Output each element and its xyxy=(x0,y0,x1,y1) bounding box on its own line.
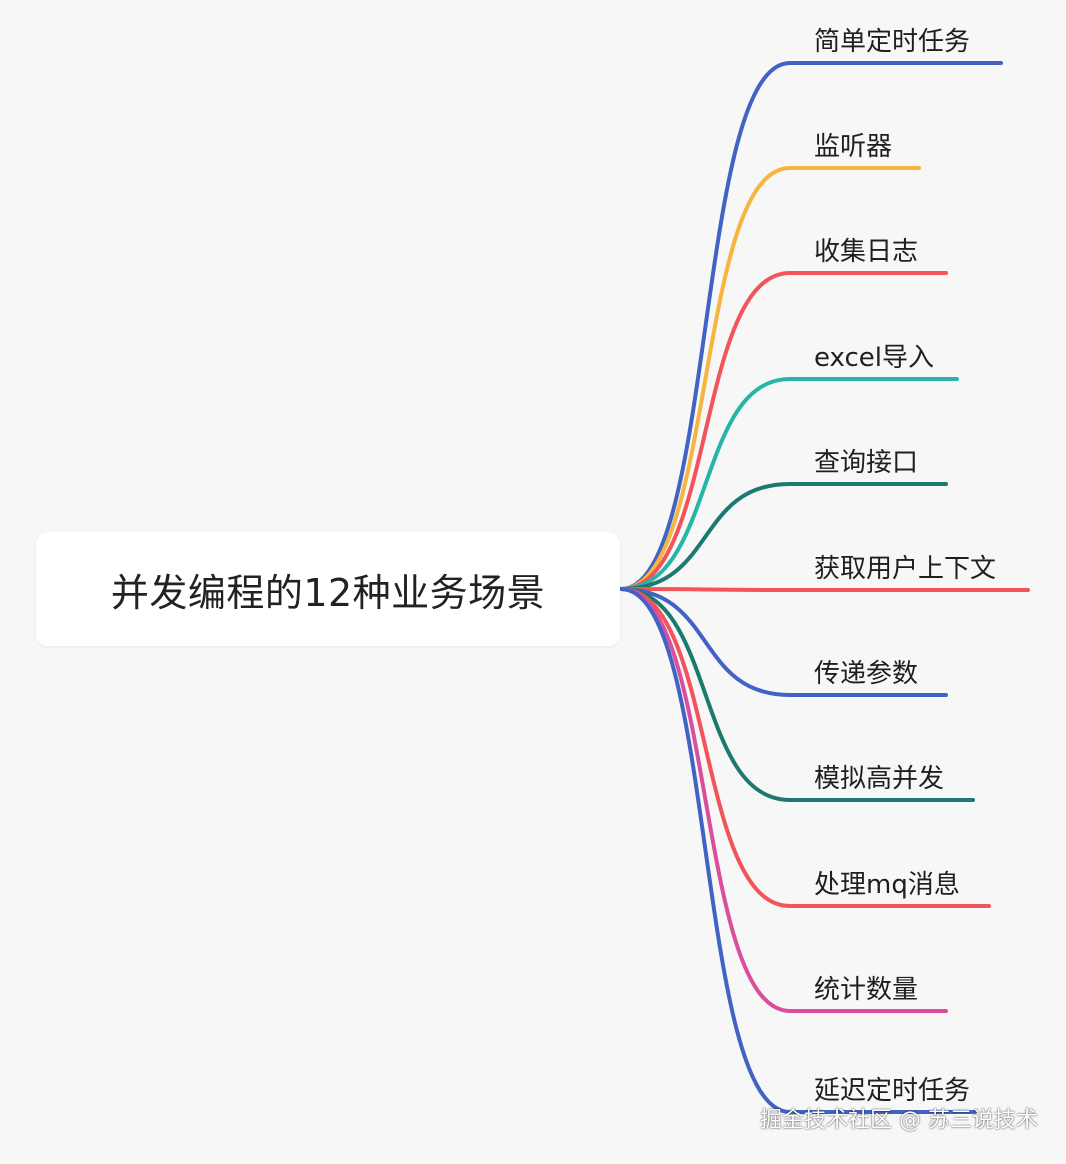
branch-connector xyxy=(619,587,948,1013)
branch-connector xyxy=(619,587,977,1114)
branch-label[interactable]: 统计数量 xyxy=(814,975,919,1005)
branch-connector xyxy=(619,61,1003,591)
branch-label[interactable]: 延迟定时任务 xyxy=(814,1076,971,1106)
branch-label[interactable]: 处理mq消息 xyxy=(814,870,960,900)
branch-label[interactable]: 监听器 xyxy=(814,132,893,162)
root-title: 并发编程的12种业务场景 xyxy=(110,570,546,615)
branch-label[interactable]: excel导入 xyxy=(814,343,934,373)
branch-label[interactable]: 传递参数 xyxy=(814,659,919,689)
branch-label[interactable]: 简单定时任务 xyxy=(814,27,971,57)
branch-connector xyxy=(619,587,991,908)
branch-connector xyxy=(619,377,959,591)
branch-connector xyxy=(619,587,1030,592)
branch-connector xyxy=(619,587,948,697)
branch-connector xyxy=(619,271,948,591)
branch-connector xyxy=(619,587,975,802)
branch-label[interactable]: 收集日志 xyxy=(814,237,919,267)
branch-label[interactable]: 模拟高并发 xyxy=(814,764,945,794)
branch-label[interactable]: 获取用户上下文 xyxy=(814,554,997,584)
branch-connector xyxy=(619,482,948,591)
branch-label[interactable]: 查询接口 xyxy=(814,448,919,478)
watermark: 掘金技术社区 @ 苏三说技术 xyxy=(760,1108,1038,1133)
branch-connector xyxy=(619,166,921,591)
root-node[interactable]: 并发编程的12种业务场景 xyxy=(36,532,620,646)
